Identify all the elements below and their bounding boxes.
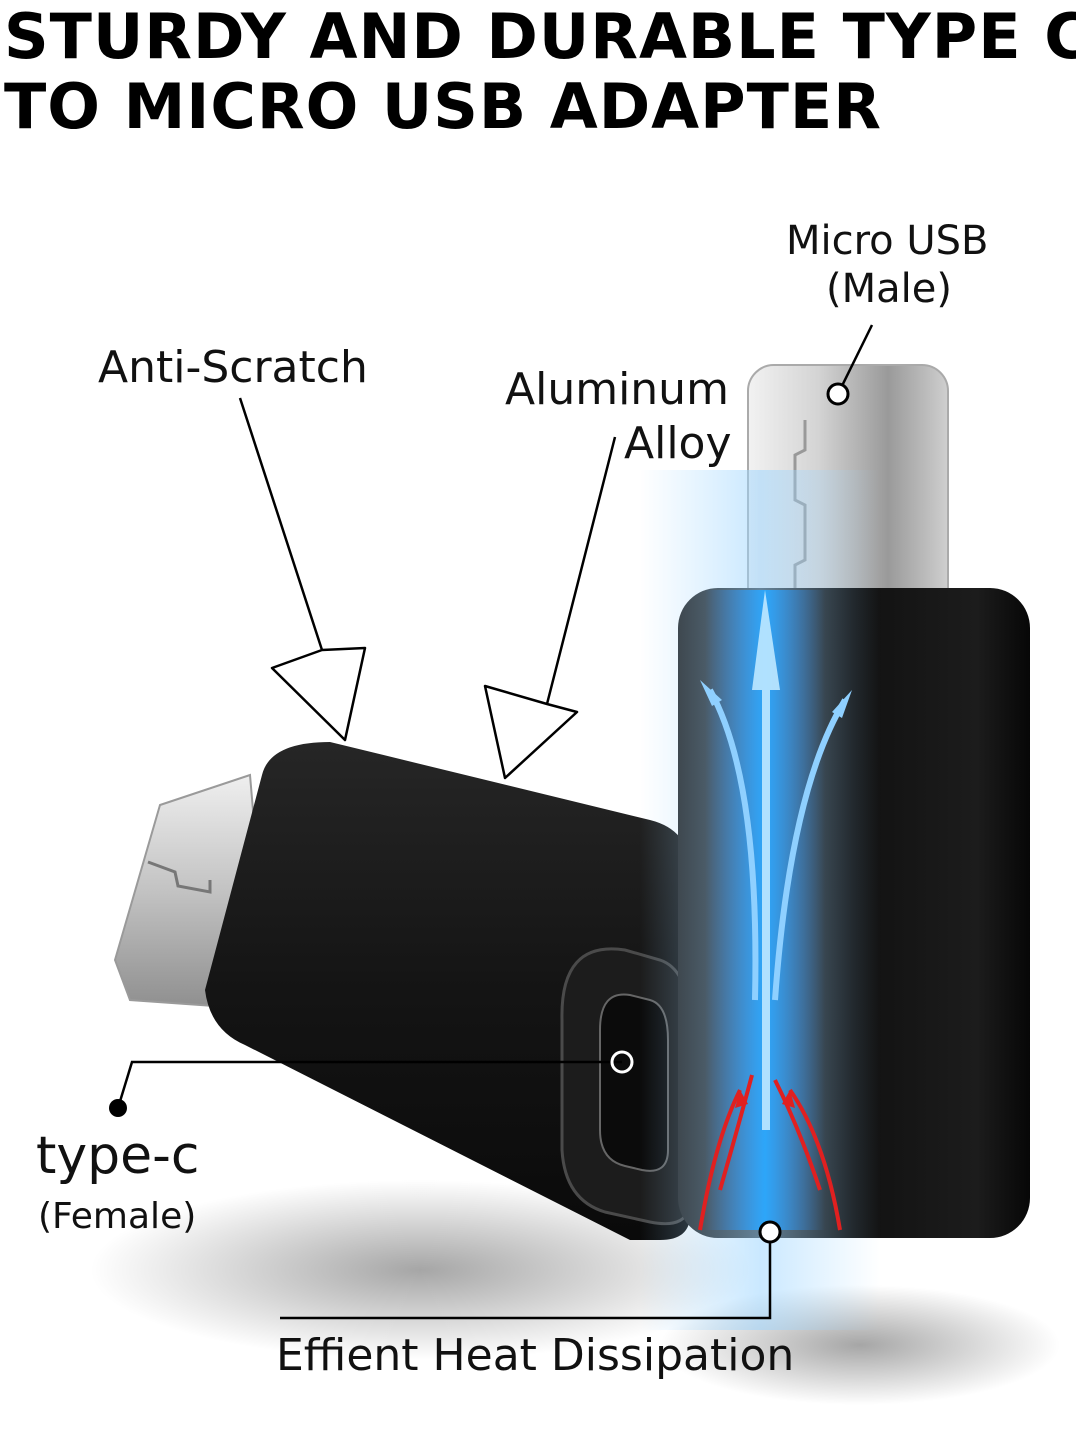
type-c-ring (610, 1050, 634, 1074)
alloy-label: Alloy (624, 418, 732, 469)
heat-dissipation-label: Effient Heat Dissipation (276, 1330, 795, 1381)
headline-line-1: STURDY AND DURABLE TYPE C (4, 0, 1076, 73)
cool-airflow-arrow-center (752, 590, 780, 1130)
anti-scratch-arrow (238, 397, 367, 742)
headline: STURDY AND DURABLE TYPE C TO MICRO USB A… (4, 0, 1076, 143)
aluminum-label: Aluminum (505, 364, 729, 415)
warm-airflow-arrows (698, 1074, 842, 1231)
micro-usb-leader (836, 324, 874, 395)
anti-scratch-label: Anti-Scratch (98, 342, 368, 393)
type-c-sub-label: (Female) (38, 1196, 197, 1237)
type-c-label: type-c (36, 1126, 200, 1186)
headline-line-2: TO MICRO USB ADAPTER (4, 70, 882, 143)
heat-leader (280, 1232, 772, 1320)
heat-dot (758, 1220, 782, 1244)
type-c-dot (109, 1099, 127, 1117)
aluminum-alloy-arrow (483, 436, 617, 780)
floor-shadow-left (90, 1180, 750, 1360)
type-c-leader (116, 1060, 622, 1109)
micro-usb-label: Micro USB (786, 218, 989, 264)
adapter-standing (640, 364, 1030, 1330)
adapter-lying (113, 742, 692, 1240)
micro-usb-sub-label: (Male) (826, 266, 952, 312)
micro-usb-dot (826, 382, 850, 406)
